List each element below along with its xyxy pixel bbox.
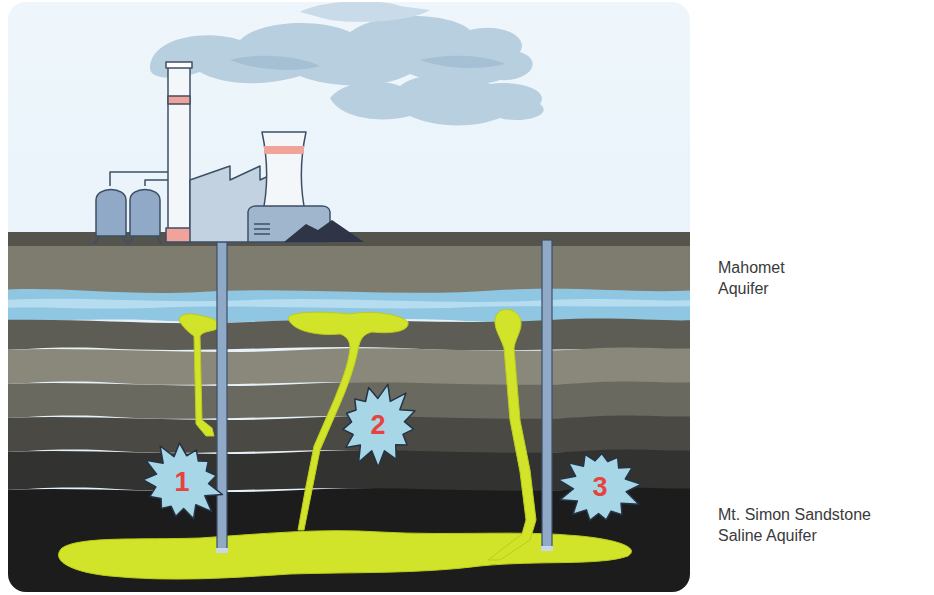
- layer-label: Mt. Simon Sandstone Saline Aquifer: [718, 505, 893, 547]
- smoke: [150, 2, 544, 125]
- burst-shape: [143, 443, 223, 519]
- burst-shape: [558, 454, 641, 521]
- callout-burst: 2: [340, 387, 416, 463]
- smoke-shade: [230, 56, 505, 70]
- callout-burst: 3: [562, 449, 638, 525]
- well: [216, 240, 553, 553]
- callout-number: 2: [370, 412, 385, 439]
- aquifer-highlight: [8, 299, 690, 309]
- burst-shape: [343, 384, 415, 467]
- rock-layer: [8, 415, 690, 454]
- callout-number: 1: [174, 469, 189, 496]
- callout-number: 3: [592, 474, 607, 501]
- power-plant: [94, 62, 364, 244]
- layer-label: Mahomet Aquifer: [718, 258, 818, 300]
- callout-burst: 1: [144, 444, 220, 520]
